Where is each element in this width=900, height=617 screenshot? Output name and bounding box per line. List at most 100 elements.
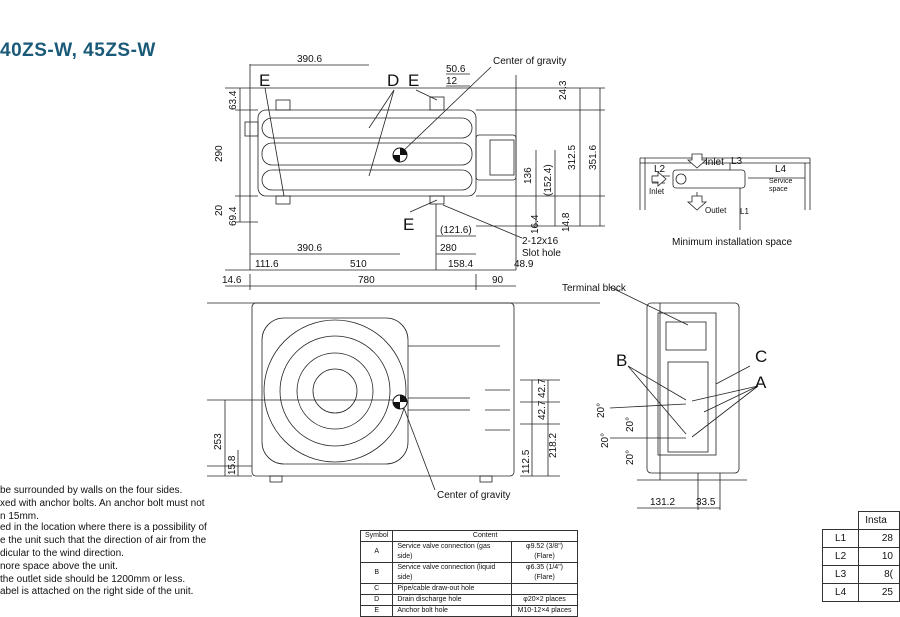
dim-slot-size: 2-12x16	[522, 236, 559, 247]
note-line: the outlet side should be 1200mm or less…	[0, 574, 186, 585]
top-view	[225, 64, 605, 290]
dim-right-152: (152.4)	[543, 164, 554, 196]
content-cell: Anchor bolt hole	[392, 605, 513, 617]
terminal-block-label: Terminal block	[562, 283, 627, 294]
install-l1: L1	[740, 207, 749, 216]
install-outlet: Outlet	[705, 206, 727, 215]
dim-right-312: 312.5	[567, 145, 578, 170]
note-line: ed in the location where there is a poss…	[0, 522, 207, 533]
note-line: dicular to the wind direction.	[0, 548, 124, 559]
symbol-cell: E	[359, 605, 394, 617]
install-service: Service	[769, 178, 792, 185]
value-cell: 25	[858, 583, 900, 602]
dim-top-12: 12	[446, 76, 458, 87]
front-view	[207, 302, 600, 491]
dim-front-112: 112.5	[521, 449, 532, 474]
content-cell: Service valve connection (gas side)	[392, 541, 513, 563]
angle-1: 20°	[596, 403, 607, 418]
install-l2: L2	[654, 164, 666, 175]
dim-bottom-158: 158.4	[448, 259, 473, 270]
dim-front-42-b: 42.7	[537, 400, 548, 420]
content-cell: Pipe/cable draw-out hole	[392, 583, 513, 595]
dim-top-24: 24.3	[558, 80, 569, 100]
label-cell: L1	[821, 529, 860, 548]
dim-top-390: 390.6	[297, 54, 322, 65]
outlet-arrow-icon	[686, 195, 708, 211]
dim-side-131: 131.2	[650, 497, 675, 508]
label-b: B	[616, 351, 627, 370]
value-cell: 10	[858, 547, 900, 566]
dim-left-20: 20	[214, 204, 225, 216]
dim-right-16: 16.4	[530, 214, 541, 234]
table-row: A Service valve connection (gas side) φ9…	[359, 541, 578, 563]
value-cell: 8(	[858, 565, 900, 584]
angle-2: 20°	[625, 417, 636, 432]
label-e-top-left: E	[259, 71, 270, 90]
dim-front-218: 218.2	[548, 433, 559, 458]
dim-front-15: 15.8	[227, 455, 238, 475]
angle-3: 20°	[600, 433, 611, 448]
side-view	[609, 286, 759, 510]
side-view-body	[646, 302, 740, 474]
front-view-body	[251, 302, 515, 477]
symbol-cell: C	[359, 583, 394, 595]
dim-right-351: 351.6	[588, 145, 599, 170]
installation-header: Insta	[858, 511, 900, 530]
spec-cell	[511, 583, 578, 595]
label-cell: L2	[821, 547, 860, 566]
dim-bottom-121: (121.6)	[440, 225, 472, 236]
dim-left-69: 69.4	[228, 206, 239, 226]
label-d: D	[387, 71, 399, 90]
inlet-arrow-icon	[686, 153, 708, 169]
dim-bottom-48: 48.9	[514, 259, 534, 270]
dim-bottom-111: 111.6	[255, 259, 279, 270]
dim-bottom-510: 510	[350, 259, 367, 270]
note-line: be surrounded by walls on the four sides…	[0, 485, 183, 496]
install-l3: L3	[731, 156, 743, 167]
dim-side-33: 33.5	[696, 497, 716, 508]
note-line: n 15mm.	[0, 511, 39, 522]
dim-slot-label: Slot hole	[522, 248, 561, 259]
note-line: xed with anchor bolts. An anchor bolt mu…	[0, 498, 205, 509]
dim-top-50: 50.6	[446, 64, 466, 75]
install-l4: L4	[775, 164, 787, 175]
side-inlet-arrow-icon	[651, 171, 667, 187]
dim-bottom-14: 14.6	[222, 275, 242, 286]
note-line: nore space above the unit.	[0, 561, 118, 572]
angle-4: 20°	[625, 450, 636, 465]
center-of-gravity-marker-front	[392, 394, 408, 410]
install-space: space	[769, 186, 788, 193]
symbol-cell: B	[359, 562, 394, 584]
spec-cell: φ6.35 (1/4") (Flare)	[511, 562, 578, 584]
dim-bottom-90: 90	[492, 275, 504, 286]
center-of-gravity-marker-top	[392, 147, 408, 163]
content-header: Content	[392, 530, 578, 542]
dim-front-253: 253	[213, 433, 224, 450]
dim-front-42-a: 42.7	[537, 378, 548, 398]
label-c: C	[755, 347, 767, 366]
dim-left-63: 63.4	[228, 90, 239, 110]
label-e-bottom: E	[403, 215, 414, 234]
label-a: A	[755, 373, 767, 392]
spec-cell: M10-12×4 places	[511, 605, 578, 617]
table-row: E Anchor bolt hole M10-12×4 places	[359, 605, 578, 617]
table-row: D Drain discharge hole φ20×2 places	[359, 594, 578, 606]
dim-right-136: 136	[523, 167, 534, 184]
dim-bottom-390: 390.6	[297, 243, 322, 254]
table-row: C Pipe/cable draw-out hole	[359, 583, 578, 595]
install-inlet-side: Inlet	[649, 187, 665, 196]
symbol-table: Symbol Content A Service valve connectio…	[359, 530, 578, 617]
note-line: abel is attached on the right side of th…	[0, 586, 194, 597]
label-cell: L3	[821, 565, 860, 584]
symbol-header: Symbol	[359, 530, 394, 542]
dim-bottom-780: 780	[358, 275, 375, 286]
dim-left-290: 290	[214, 145, 225, 162]
spec-cell: φ9.52 (3/8") (Flare)	[511, 541, 578, 563]
note-line: e the unit such that the direction of ai…	[0, 535, 207, 546]
content-cell: Drain discharge hole	[392, 594, 513, 606]
